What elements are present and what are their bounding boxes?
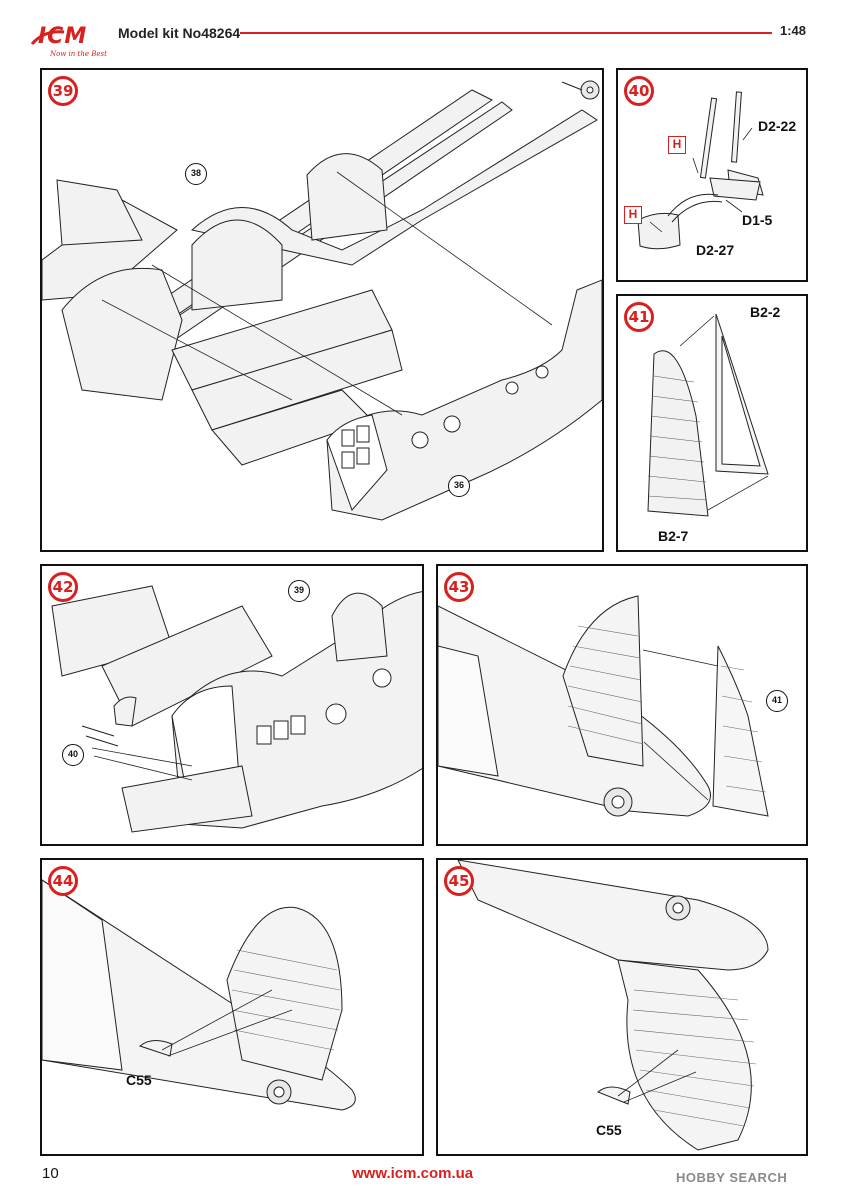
step-44-panel: 44 C55 [40,858,424,1156]
reference-step-circle: 38 [185,163,207,185]
step-45-panel: 45 C55 [436,858,808,1156]
fuselage-interior-drawing [51,585,422,833]
step-number-badge: 41 [624,302,654,332]
step-number-badge: 44 [48,866,78,896]
marker-h-box: H [668,136,686,154]
logo-swoosh-icon [30,30,65,46]
part-label: D1-5 [742,212,773,228]
part-label: B2-2 [750,304,781,320]
logo-tagline: Now in the Best [50,50,107,58]
part-label: C55 [126,1072,152,1088]
marker-h-box: H [624,206,642,224]
reference-step-circle: 40 [62,744,84,766]
rudder-halves-drawing [647,313,769,517]
step-number-badge: 39 [48,76,78,106]
part-label: D2-22 [758,118,797,134]
reference-step-circle: 41 [766,690,788,712]
fin-attach-drawing [438,595,769,817]
step-number-badge: 45 [444,866,474,896]
part-label: D2-27 [696,242,735,258]
kit-title: Model kit No48264 [118,25,241,41]
logo-brand: ICM [38,24,88,49]
part-label: C55 [596,1122,622,1138]
tail-assembly-drawing-45 [457,860,769,1151]
step-40-panel: 40 D2-22 D1-5 D2-27 H H [616,68,808,282]
step-39-panel: 39 38 36 [40,68,604,552]
header-divider [240,32,772,34]
scale-label: 1:48 [780,23,807,38]
page-number: 10 [42,1165,59,1182]
seat-frame-drawing [637,91,764,250]
website-link[interactable]: www.icm.com.ua [352,1165,474,1182]
step-42-panel: 42 39 40 [40,564,424,846]
step-number-badge: 43 [444,572,474,602]
watermark-text: HOBBY SEARCH [676,1170,788,1185]
step-43-panel: 43 41 [436,564,808,846]
step-number-badge: 42 [48,572,78,602]
part-label: B2-7 [658,528,689,544]
tail-assembly-drawing-44 [42,879,356,1111]
step-41-panel: 41 B2-2 B2-7 [616,294,808,552]
icm-logo: ICM Now in the Best [30,20,110,64]
reference-step-circle: 36 [448,475,470,497]
fuselage-assembly-drawing [42,80,602,521]
page-header: ICM Now in the Best Model kit No48264 1:… [0,0,848,60]
step-number-badge: 40 [624,76,654,106]
reference-step-circle: 39 [288,580,310,602]
